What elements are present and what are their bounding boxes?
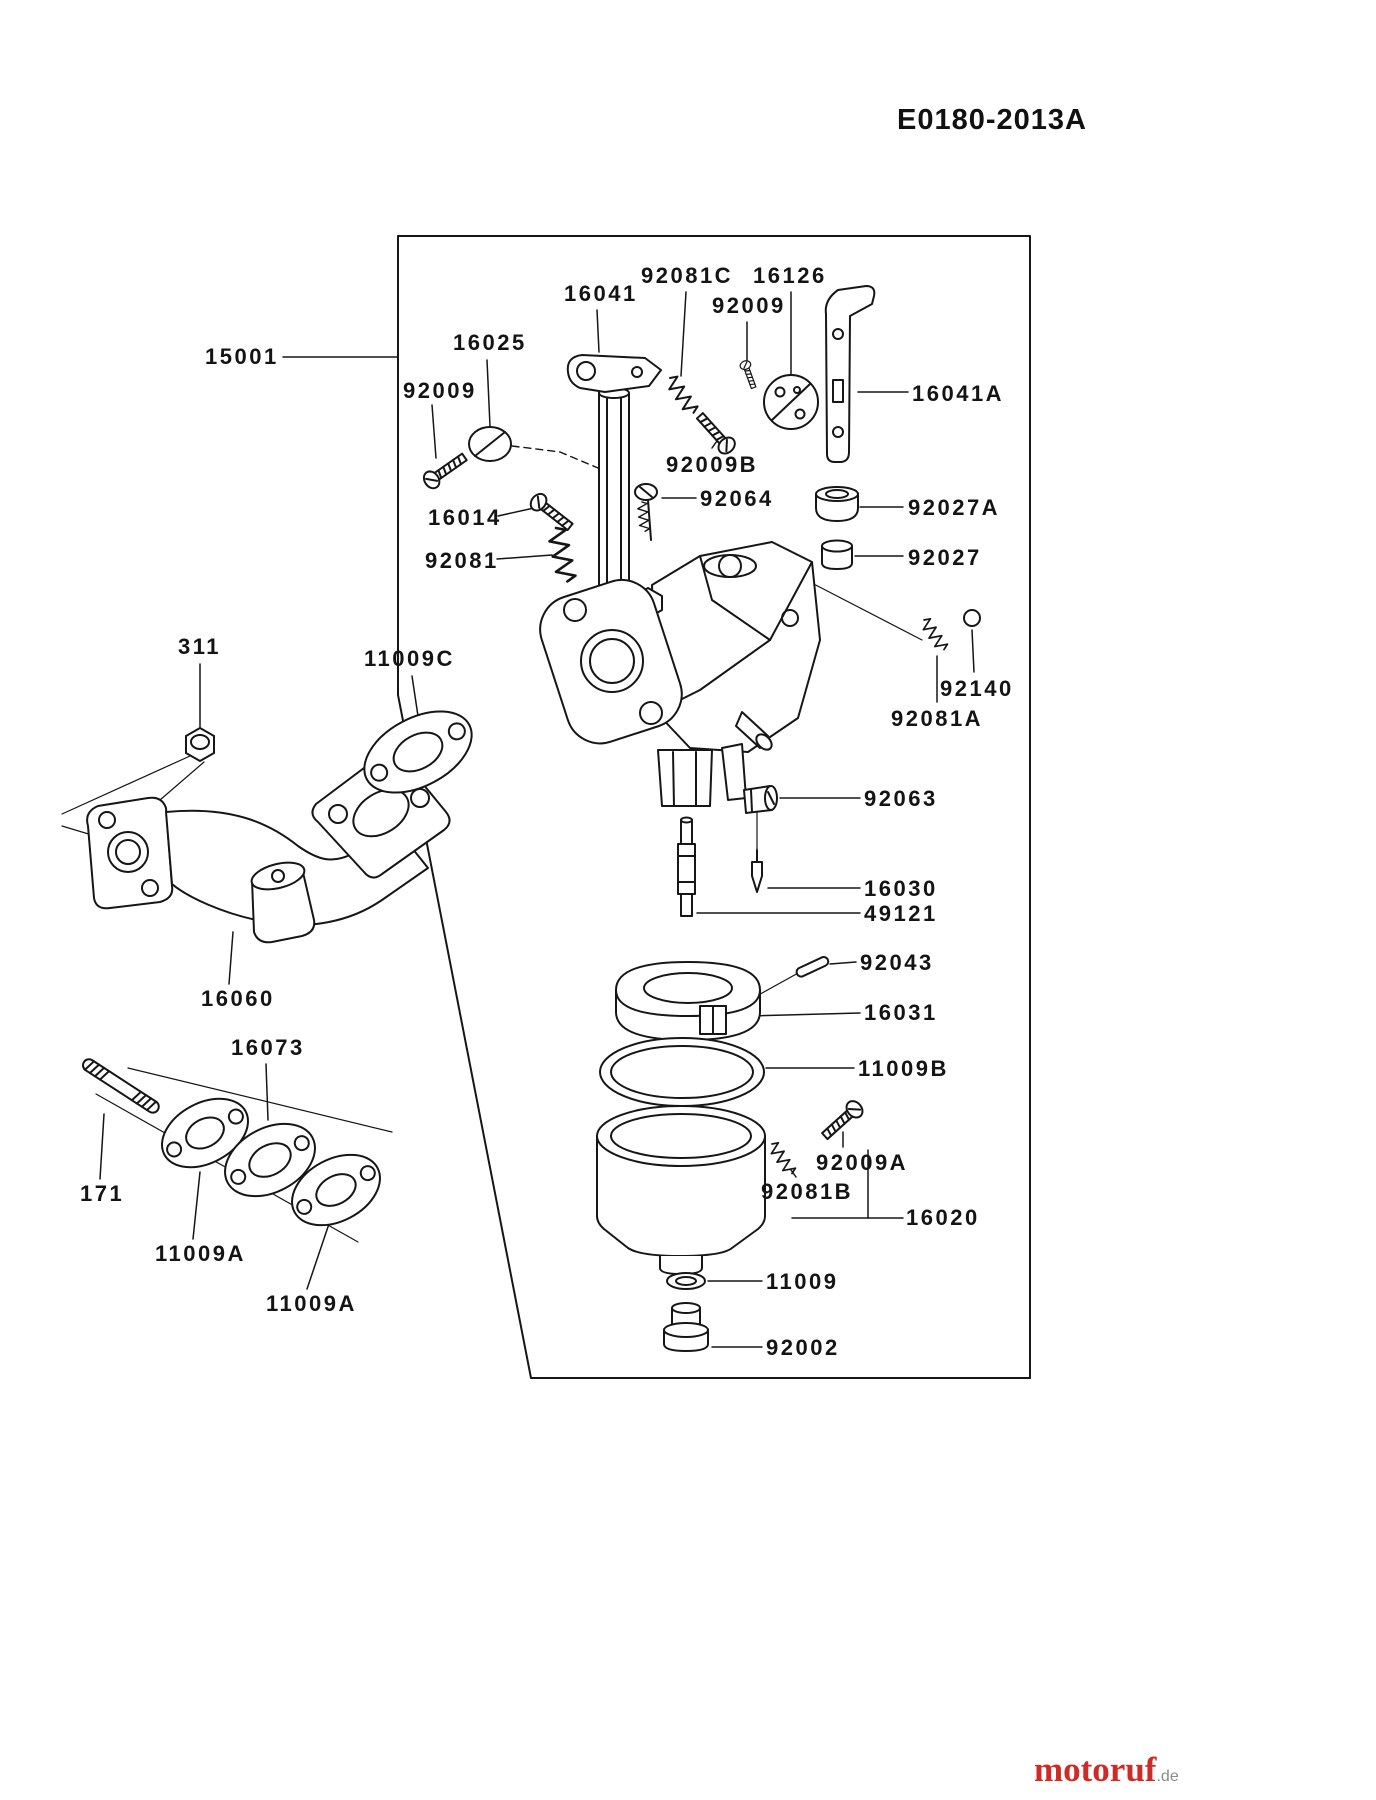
float-pin-92043-part	[795, 956, 830, 978]
part-label-92009A: 92009A	[816, 1150, 909, 1175]
gasket-11009A-first-part	[161, 1097, 249, 1169]
carburetor-body-part	[539, 541, 821, 807]
diagram-id: E0180-2013A	[897, 104, 1087, 136]
part-label-16060: 16060	[201, 986, 275, 1011]
part-label-11009C: 11009C	[364, 646, 455, 671]
part-label-11009A-2: 11009A	[266, 1291, 357, 1316]
screw-92009-left-part	[419, 448, 471, 493]
screw-92009-top-part	[738, 358, 760, 391]
part-label-92043: 92043	[860, 950, 934, 975]
washer-11009-part	[666, 1272, 706, 1290]
part-label-92081A: 92081A	[891, 706, 984, 731]
main-nozzle-49121-part	[677, 816, 696, 917]
part-label-92064: 92064	[700, 486, 774, 511]
gasket-11009A-second-part	[291, 1153, 381, 1227]
float-needle-16030-part	[751, 849, 763, 893]
part-label-49121: 49121	[864, 901, 938, 926]
part-label-16126: 16126	[753, 263, 827, 288]
spring-92081C-part	[663, 373, 701, 418]
part-label-15001: 15001	[205, 344, 279, 369]
bowl-gasket-11009B-part	[599, 1037, 765, 1107]
leader-lines	[99, 291, 975, 1348]
part-label-16031: 16031	[864, 1000, 938, 1025]
part-label-92140: 92140	[940, 676, 1014, 701]
spring-92081A-part	[918, 615, 950, 654]
pilot-screw-92064-part	[634, 483, 658, 541]
part-label-92081C: 92081C	[641, 263, 734, 288]
screw-92009B-part	[692, 408, 740, 458]
bushing-92027A-part	[815, 486, 859, 522]
screw-16014-part	[526, 489, 577, 535]
part-label-92009-left: 92009	[403, 378, 477, 403]
part-label-92002: 92002	[766, 1335, 840, 1360]
part-label-16073: 16073	[231, 1035, 305, 1060]
part-label-16020: 16020	[906, 1205, 980, 1230]
part-label-11009B: 11009B	[858, 1056, 949, 1081]
bushing-92027-part	[821, 539, 853, 570]
choke-plate-16126-part	[763, 374, 819, 430]
stud-171-part	[82, 1058, 160, 1114]
part-label-16041: 16041	[564, 281, 638, 306]
diagram-frame	[397, 235, 1031, 1379]
throttle-shaft-part	[598, 387, 630, 604]
part-label-311: 311	[178, 634, 221, 659]
part-label-92009B: 92009B	[666, 452, 759, 477]
watermark-brand[interactable]: motoruf	[1034, 1750, 1157, 1789]
part-label-92081B: 92081B	[761, 1179, 854, 1204]
part-label-92009-top: 92009	[712, 293, 786, 318]
choke-plate-16025-part	[468, 426, 512, 462]
float-16031-part	[615, 961, 761, 1041]
watermark[interactable]: motoruf.de	[1034, 1750, 1179, 1790]
choke-lever-16041A-part	[824, 285, 876, 463]
part-label-92027: 92027	[908, 545, 982, 570]
part-label-92063: 92063	[864, 786, 938, 811]
nut-311-part	[185, 727, 215, 762]
part-label-11009A-1: 11009A	[155, 1241, 246, 1266]
part-label-92027A: 92027A	[908, 495, 1001, 520]
part-label-16014: 16014	[428, 505, 502, 530]
part-label-92081: 92081	[425, 548, 499, 573]
ball-92140-part	[963, 609, 981, 627]
part-label-16030: 16030	[864, 876, 938, 901]
part-label-171: 171	[80, 1181, 125, 1206]
spring-92081B-part	[766, 1139, 798, 1178]
part-label-11009: 11009	[766, 1269, 839, 1294]
plug-screw-92063-part	[743, 785, 778, 814]
manifold-gasket-11009C-part	[363, 710, 473, 794]
part-label-16025: 16025	[453, 330, 527, 355]
part-label-16041A: 16041A	[912, 381, 1005, 406]
float-bowl-16020-part	[596, 1105, 766, 1275]
drain-bolt-92002-part	[663, 1302, 709, 1352]
watermark-tld[interactable]: .de	[1156, 1768, 1179, 1785]
insulator-16073-part	[224, 1122, 316, 1198]
throttle-bracket-16041-part	[566, 354, 662, 393]
